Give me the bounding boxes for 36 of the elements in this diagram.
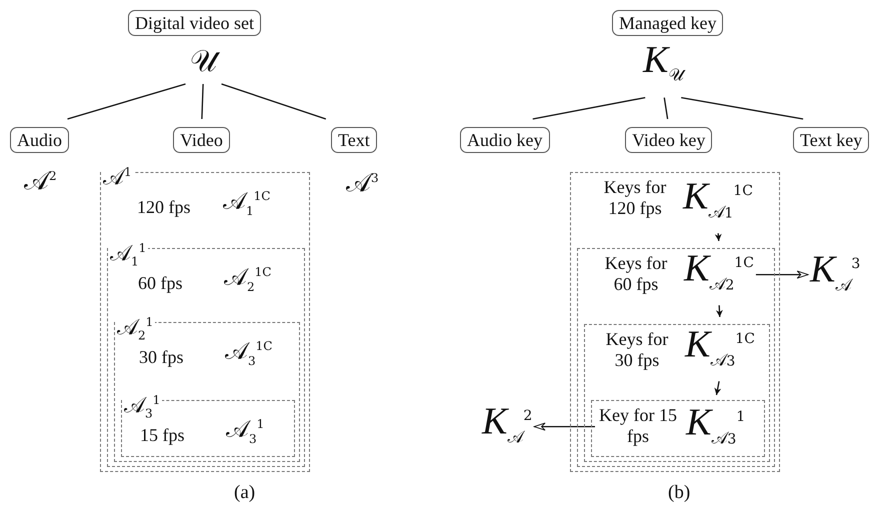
arrow: [716, 305, 723, 318]
label-box: Managed key: [612, 10, 724, 36]
math-symbol: 𝒜$^{2}$: [24, 166, 57, 199]
dashed-box: [591, 400, 765, 457]
math-symbol: 𝒜$^{3}$: [346, 168, 379, 201]
arrow: [714, 381, 722, 396]
frame-rate-label: 15 fps: [140, 425, 184, 446]
arrow: [534, 422, 595, 431]
connector-line: [67, 83, 186, 120]
key-symbol: K$_{𝒰}$: [643, 42, 684, 94]
key-description: Key for 15 fps: [598, 405, 678, 447]
arrow: [756, 270, 808, 279]
label-box: Audio key: [460, 127, 550, 153]
key-description: Keys for 60 fps: [604, 253, 668, 295]
connector-line: [664, 98, 668, 120]
key-description: Keys for 30 fps: [604, 329, 670, 371]
arrow: [714, 233, 722, 242]
connector-line: [532, 96, 646, 120]
frame-rate-label: 30 fps: [139, 347, 184, 368]
frame-rate-label: 60 fps: [138, 273, 182, 294]
connector-line: [681, 96, 804, 120]
dashed-box: [584, 324, 770, 462]
dashed-box: [570, 172, 780, 472]
label-box: Text: [331, 127, 377, 153]
label-box: Video: [173, 127, 230, 153]
panel-label: (a): [234, 482, 256, 504]
key-description: Keys for 120 fps: [602, 177, 668, 219]
panel-label: (b): [668, 482, 690, 504]
label-box: Text key: [793, 127, 870, 153]
label-box: Audio: [10, 127, 69, 153]
connector-line: [201, 84, 204, 120]
label-box: Video key: [625, 127, 712, 153]
connector-line: [221, 83, 326, 120]
label-box: Digital video set: [128, 10, 261, 36]
frame-rate-label: 120 fps: [137, 197, 190, 218]
dashed-box: [577, 248, 775, 467]
